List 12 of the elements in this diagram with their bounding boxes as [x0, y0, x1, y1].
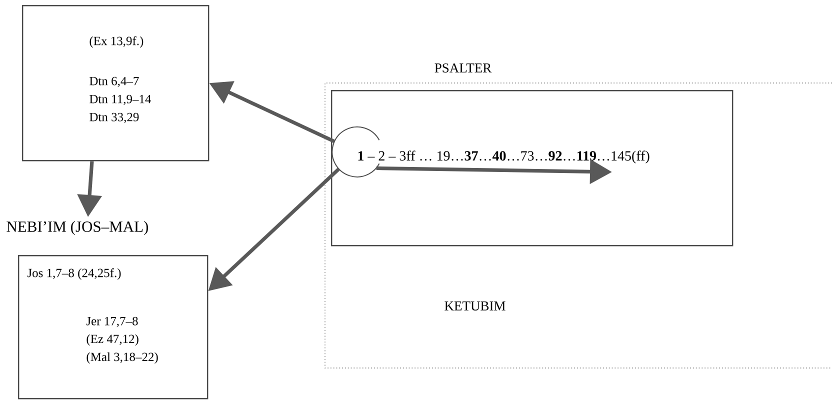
verse-reference: Dtn 33,29 — [90, 112, 139, 124]
verse-reference: Dtn 6,4–7 — [90, 76, 139, 88]
verse-reference: (Ez 47,12) — [86, 334, 138, 346]
heading: PSALTER — [434, 63, 492, 73]
heading: NEBI’IM (JOS–MAL) — [6, 220, 148, 236]
verse-reference: Jos 1,7–8 (24,25f.) — [27, 268, 121, 280]
verse-reference: Dtn 11,9–14 — [90, 94, 152, 106]
verse-reference: (Ex 13,9f.) — [90, 36, 144, 48]
verse-reference: Jer 17,7–8 — [86, 316, 138, 328]
heading: KETUBIM — [444, 302, 506, 310]
verse-reference: (Mal 3,18–22) — [86, 352, 158, 364]
psalm-sequence: 1 – 2 – 3ff … 19…37…40…73…92…119…145(ff) — [356, 150, 651, 164]
